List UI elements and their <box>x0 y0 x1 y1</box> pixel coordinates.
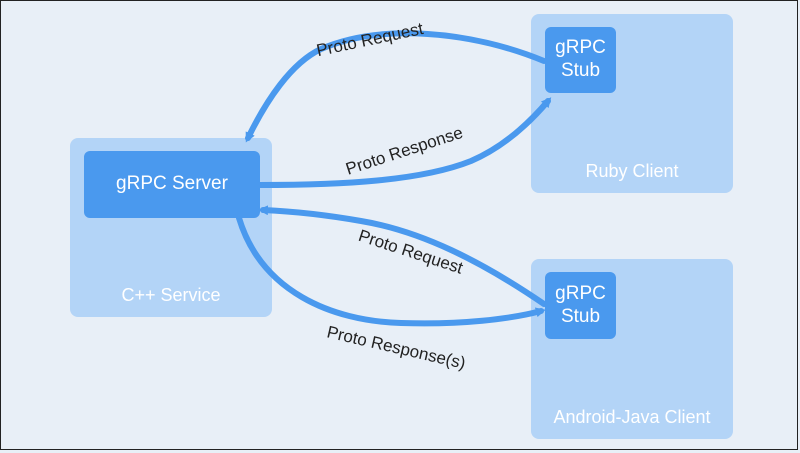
arrow-response-android <box>236 215 546 327</box>
ruby-stub-line2: Stub <box>560 60 601 81</box>
ruby-grpc-stub: gRPC Stub <box>545 27 616 93</box>
arrow-response-ruby <box>257 97 552 188</box>
arrow-request-android <box>258 205 547 307</box>
grpc-server-box: gRPC Server <box>84 151 260 218</box>
ruby-stub-line1: gRPC <box>555 37 606 59</box>
cpp-service-label: C++ Service <box>121 285 221 305</box>
ruby-client-label: Ruby Client <box>585 161 679 181</box>
android-stub-line2: Stub <box>560 305 601 327</box>
android-java-client-label: Android-Java Client <box>553 407 711 427</box>
android-stub-line1: gRPC <box>555 282 606 304</box>
arrow-request-ruby <box>245 30 547 143</box>
grpc-server-label: gRPC Server <box>116 173 228 195</box>
edge-label-request-ruby: Proto Request <box>315 19 426 60</box>
ruby-client-container: Ruby Client <box>531 14 733 193</box>
android-grpc-stub: gRPC Stub <box>545 272 616 339</box>
edge-label-response-android: Proto Response(s) <box>325 322 467 372</box>
